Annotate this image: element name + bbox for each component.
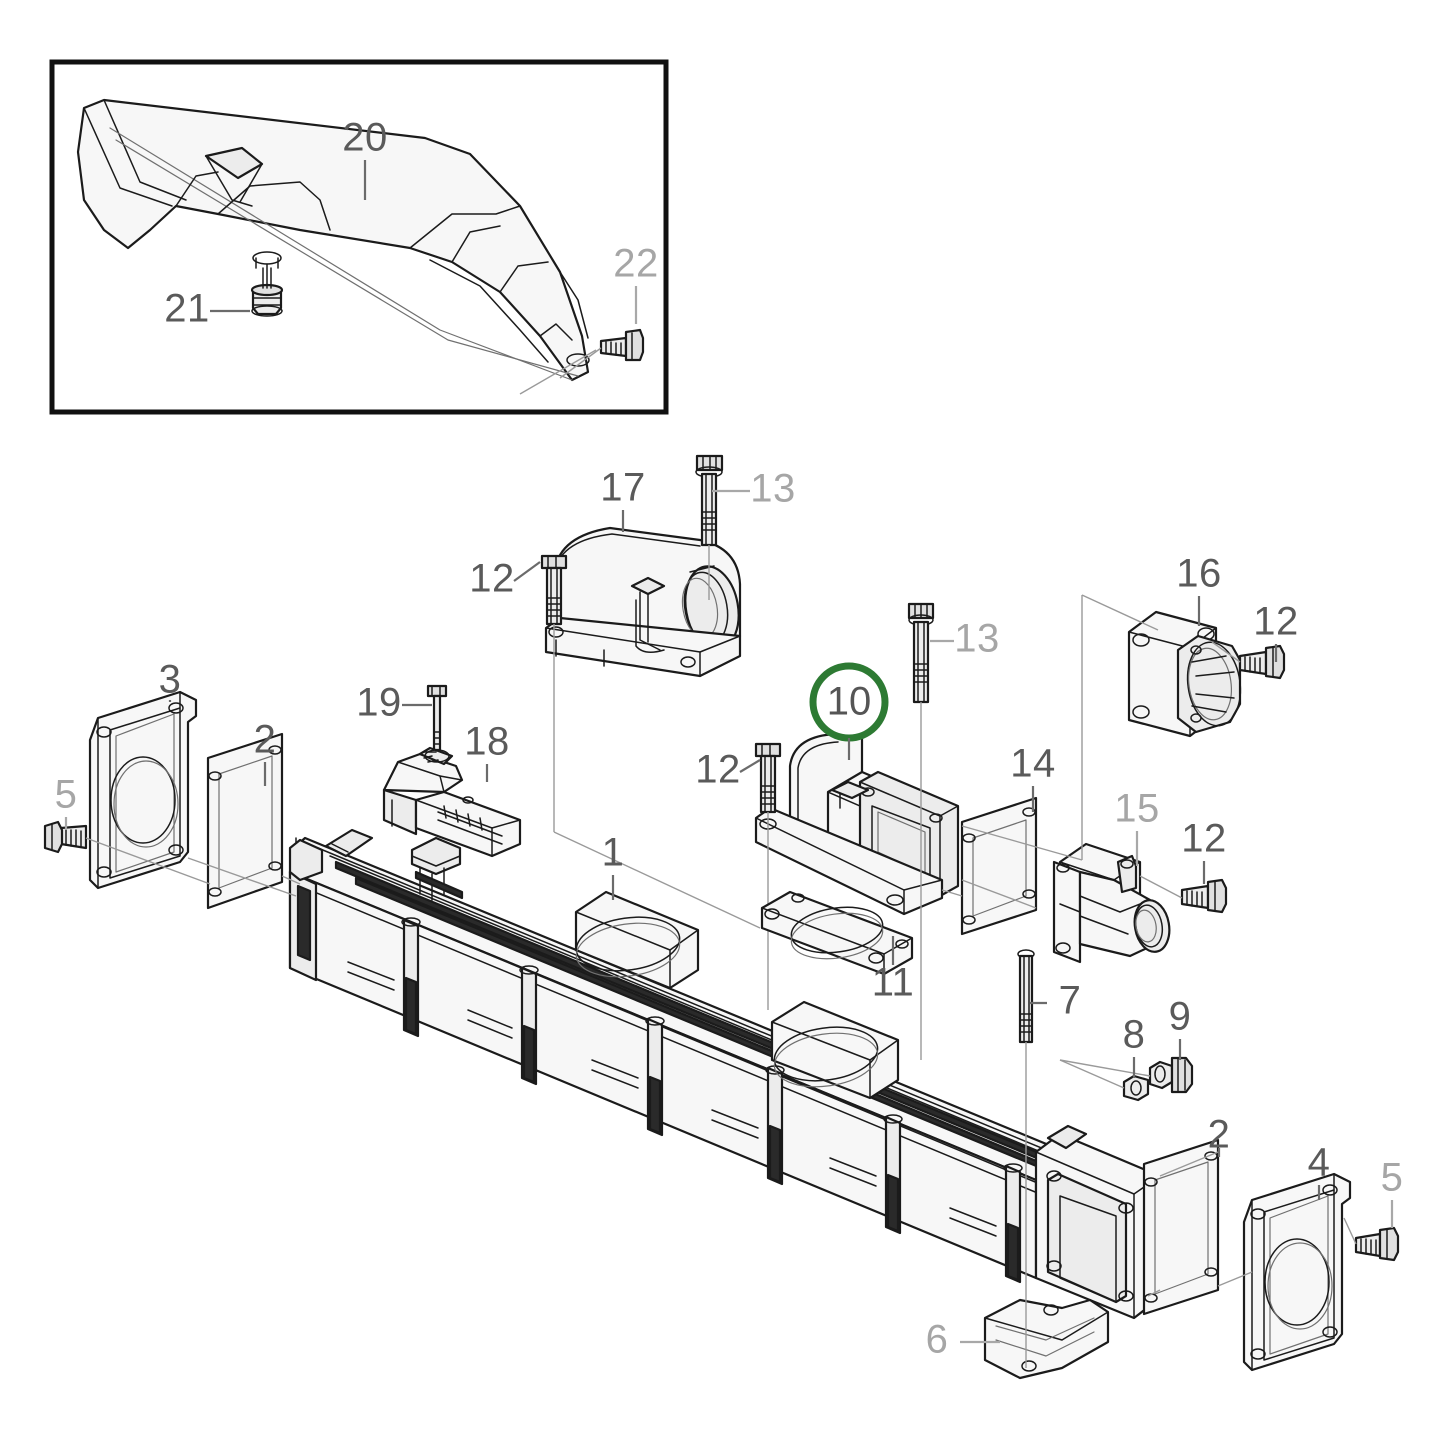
connector-lines xyxy=(187,660,1253,1297)
flange-cover-part4 xyxy=(1242,1172,1352,1372)
flange-cover-part3 xyxy=(88,690,198,890)
inset-labels: 20 21 22 xyxy=(164,116,659,331)
grommet-part21 xyxy=(250,251,284,317)
bolt-part13-right xyxy=(907,602,935,1060)
bolt-part12-b xyxy=(1211,641,1286,680)
callout-19: 19 xyxy=(356,681,402,725)
callout-9: 9 xyxy=(1169,995,1192,1039)
bolt-part5-right xyxy=(1343,1200,1400,1262)
callout-1: 1 xyxy=(602,831,625,875)
screw-part22 xyxy=(519,328,645,395)
callout-2-a: 2 xyxy=(254,718,277,762)
bolt-part12-a xyxy=(540,554,568,660)
callout-15: 15 xyxy=(1114,787,1160,831)
bolt-part13-left xyxy=(695,454,724,600)
callout-12-b: 12 xyxy=(1253,600,1299,644)
gasket-oval-part11 xyxy=(760,890,914,976)
main-leaders xyxy=(64,489,1321,1344)
elbow-adapter-part15 xyxy=(1052,842,1171,964)
callout-20: 20 xyxy=(342,116,388,160)
callout-2-b: 2 xyxy=(1208,1113,1231,1157)
bolt-part12-c xyxy=(754,742,782,1010)
highlight-ring-10: 10 xyxy=(809,662,889,760)
callout-18: 18 xyxy=(464,720,510,764)
bolt-part12-d xyxy=(1139,861,1228,914)
intake-manifold-body-part1 xyxy=(288,828,1162,1320)
callout-5-b: 5 xyxy=(1381,1156,1404,1200)
manifold-right-flange xyxy=(1034,1124,1162,1320)
gasket-part2-right xyxy=(1142,1138,1220,1316)
gasket-octagonal-part14 xyxy=(960,796,1038,936)
callout-3: 3 xyxy=(159,658,182,702)
manifold-port-boss-middle xyxy=(770,1000,900,1100)
callout-12-d: 12 xyxy=(1181,817,1227,861)
manifold-port-boss-upper xyxy=(574,890,700,990)
callout-11: 11 xyxy=(872,961,915,1005)
callout-4: 4 xyxy=(1308,1141,1331,1185)
bolt-part5-left xyxy=(43,820,211,885)
air-inlet-housing-part17 xyxy=(544,526,742,678)
inset-panel xyxy=(49,59,669,415)
flange-round-part16 xyxy=(961,594,1242,861)
callout-16: 16 xyxy=(1176,552,1222,596)
main-labels: 17 13 12 13 16 12 3 19 2 18 12 14 5 15 1… xyxy=(55,466,1404,1362)
callout-22: 22 xyxy=(613,242,659,286)
gasket-small-part6 xyxy=(983,1220,1110,1380)
manifold-left-flange xyxy=(288,838,324,882)
callout-21: 21 xyxy=(164,287,210,331)
callout-13-a: 13 xyxy=(750,467,796,511)
gasket-part2-left xyxy=(206,732,284,910)
callout-12-a: 12 xyxy=(469,557,515,601)
callout-8: 8 xyxy=(1123,1013,1146,1057)
callout-5-a: 5 xyxy=(55,773,78,817)
callout-7: 7 xyxy=(1059,979,1082,1023)
throttle-body-housing-part10 xyxy=(754,732,960,916)
map-sensor-part18 xyxy=(382,746,522,858)
highlight-label-10: 10 xyxy=(827,680,872,724)
callout-13-b: 13 xyxy=(954,617,1000,661)
stud-part7 xyxy=(1017,949,1035,1220)
manifold-sensor-seat xyxy=(324,828,464,901)
callout-6: 6 xyxy=(926,1318,949,1362)
heat-shield-cover-part20 xyxy=(76,98,590,382)
callout-14: 14 xyxy=(1010,742,1056,786)
nut-part9 xyxy=(1059,1056,1194,1094)
callout-12-c: 12 xyxy=(695,748,741,792)
callout-17: 17 xyxy=(600,466,646,510)
